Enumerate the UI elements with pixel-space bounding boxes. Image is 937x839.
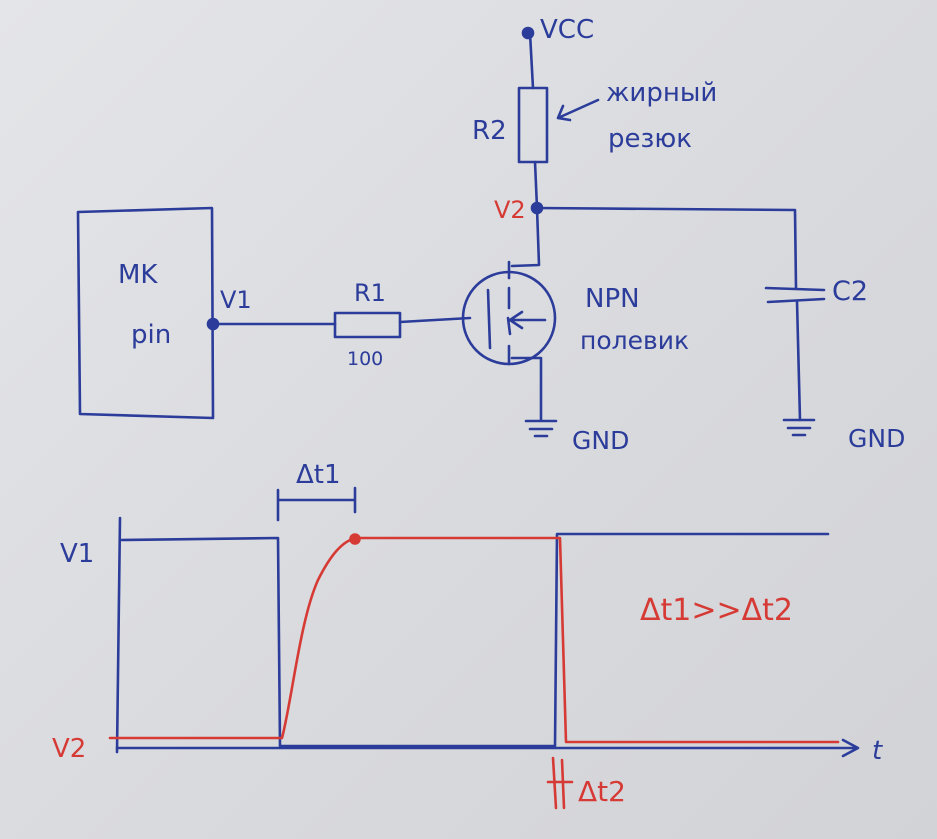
mk-label: MK xyxy=(118,260,158,290)
r2-note-line1: жирный xyxy=(606,78,718,108)
v1-axis-label: V1 xyxy=(60,539,95,569)
v2-to-c2-wire xyxy=(535,206,798,290)
dt1-label: Δt1 xyxy=(296,460,341,490)
v2-waveform xyxy=(108,536,840,744)
r2-note-line2: резюк xyxy=(608,124,692,154)
r1-gate-wire xyxy=(398,316,472,324)
y-axis xyxy=(115,516,122,754)
gnd-label-2: GND xyxy=(848,424,906,453)
transistor-label-line1: NPN xyxy=(585,284,640,314)
pin-label: pin xyxy=(131,320,172,350)
mk-box xyxy=(76,206,215,420)
v2-peak-dot xyxy=(349,533,361,545)
r2-label: R2 xyxy=(472,116,507,146)
dt2-marker xyxy=(546,756,574,810)
transistor-gate xyxy=(486,288,492,350)
dt1-marker xyxy=(276,486,357,522)
dt2-label: Δt2 xyxy=(578,775,626,808)
v2-node-label: V2 xyxy=(494,196,526,224)
gnd-symbol-2 xyxy=(782,418,816,437)
vcc-label: VCC xyxy=(540,15,595,45)
transistor-label-line2: полевик xyxy=(580,326,690,355)
v1-label: V1 xyxy=(220,286,252,314)
r2-to-v2-wire xyxy=(533,160,539,210)
transistor-channel xyxy=(506,260,512,366)
c2-label: C2 xyxy=(832,276,869,307)
r2-note-arrow xyxy=(556,98,600,122)
r1-value: 100 xyxy=(347,348,384,370)
t-axis xyxy=(115,738,860,758)
v2-axis-label: V2 xyxy=(52,734,87,764)
transistor-source-wire xyxy=(510,356,543,422)
t-axis-label: t xyxy=(872,736,883,766)
c2-capacitor xyxy=(764,286,826,304)
gnd-symbol-1 xyxy=(524,419,558,438)
v1-waveform xyxy=(118,532,830,748)
r2-resistor xyxy=(517,86,549,164)
r1-resistor xyxy=(333,311,402,339)
vcc-wire xyxy=(528,31,535,90)
v2-to-drain-wire xyxy=(510,206,541,268)
dt-relation-label: Δt1>>Δt2 xyxy=(640,593,794,628)
c2-to-gnd-wire xyxy=(795,299,802,422)
vcc-node xyxy=(521,26,535,40)
gnd-label-1: GND xyxy=(572,426,630,455)
r1-label: R1 xyxy=(354,279,386,307)
transistor-arrow xyxy=(508,310,547,330)
